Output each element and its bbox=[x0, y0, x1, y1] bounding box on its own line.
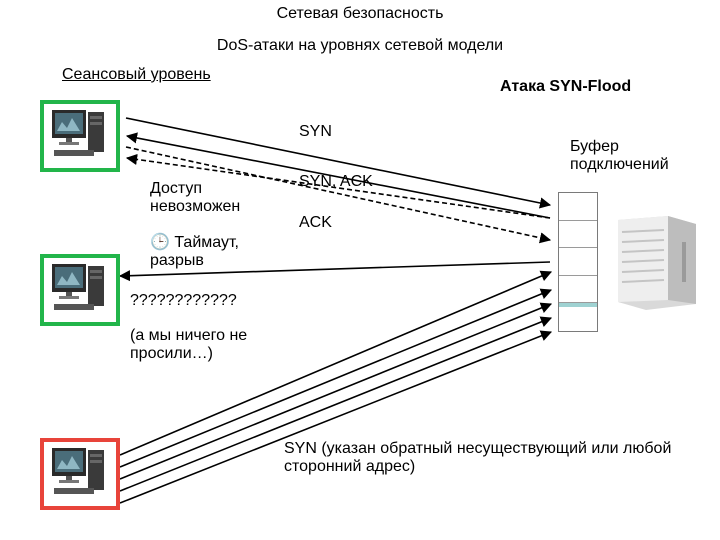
page-title: Сетевая безопасность bbox=[276, 5, 444, 22]
not-requested-label: (а мы ничего не просили…) bbox=[130, 327, 248, 363]
flood-arrow-1 bbox=[119, 270, 553, 456]
attacker-computer bbox=[40, 438, 120, 510]
layer-label: Сеансовый уровень bbox=[62, 66, 211, 83]
buffer-slot bbox=[559, 303, 597, 331]
spoofed-syn-label: SYN (указан обратный несуществующий или … bbox=[284, 440, 672, 476]
question-label: ???????????? bbox=[130, 292, 237, 309]
timeout-label: 🕒 Таймаут, разрыв bbox=[150, 234, 290, 271]
computer-icon bbox=[52, 110, 104, 156]
unsolicited-arrow bbox=[118, 261, 551, 282]
access-denied-label: Доступ невозможен bbox=[150, 180, 241, 216]
syn-arrow bbox=[125, 117, 552, 209]
buffer-slot bbox=[559, 276, 597, 304]
ack-arrow-dashed bbox=[125, 146, 552, 244]
buffer-slot bbox=[559, 221, 597, 249]
legit-client-computer bbox=[40, 100, 120, 172]
syn-ack-arrow bbox=[125, 132, 551, 219]
buffer-label: Буфер подключений bbox=[570, 138, 669, 174]
syn-label: SYN bbox=[299, 123, 332, 140]
computer-icon bbox=[52, 264, 104, 310]
syn-ack-label: SYN, ACK bbox=[299, 173, 373, 190]
connection-buffer bbox=[558, 192, 598, 332]
syn-ack-arrow-dashed bbox=[125, 153, 551, 219]
ack-label: ACK bbox=[299, 214, 332, 231]
buffer-slot bbox=[559, 248, 597, 276]
flood-arrow-4 bbox=[119, 316, 553, 492]
flood-arrow-2 bbox=[119, 288, 553, 468]
clock-icon: 🕒 bbox=[150, 234, 170, 251]
flood-arrow-5 bbox=[119, 330, 553, 504]
computer-icon bbox=[52, 448, 104, 494]
attack-label: Атака SYN-Flood bbox=[500, 78, 632, 95]
page-subtitle: DoS-атаки на уровнях сетевой модели bbox=[216, 37, 504, 54]
buffer-slot bbox=[559, 193, 597, 221]
second-client-computer bbox=[40, 254, 120, 326]
flood-arrow-3 bbox=[119, 302, 553, 480]
timeout-text: Таймаут, разрыв bbox=[150, 234, 239, 270]
server-icon bbox=[618, 216, 696, 310]
